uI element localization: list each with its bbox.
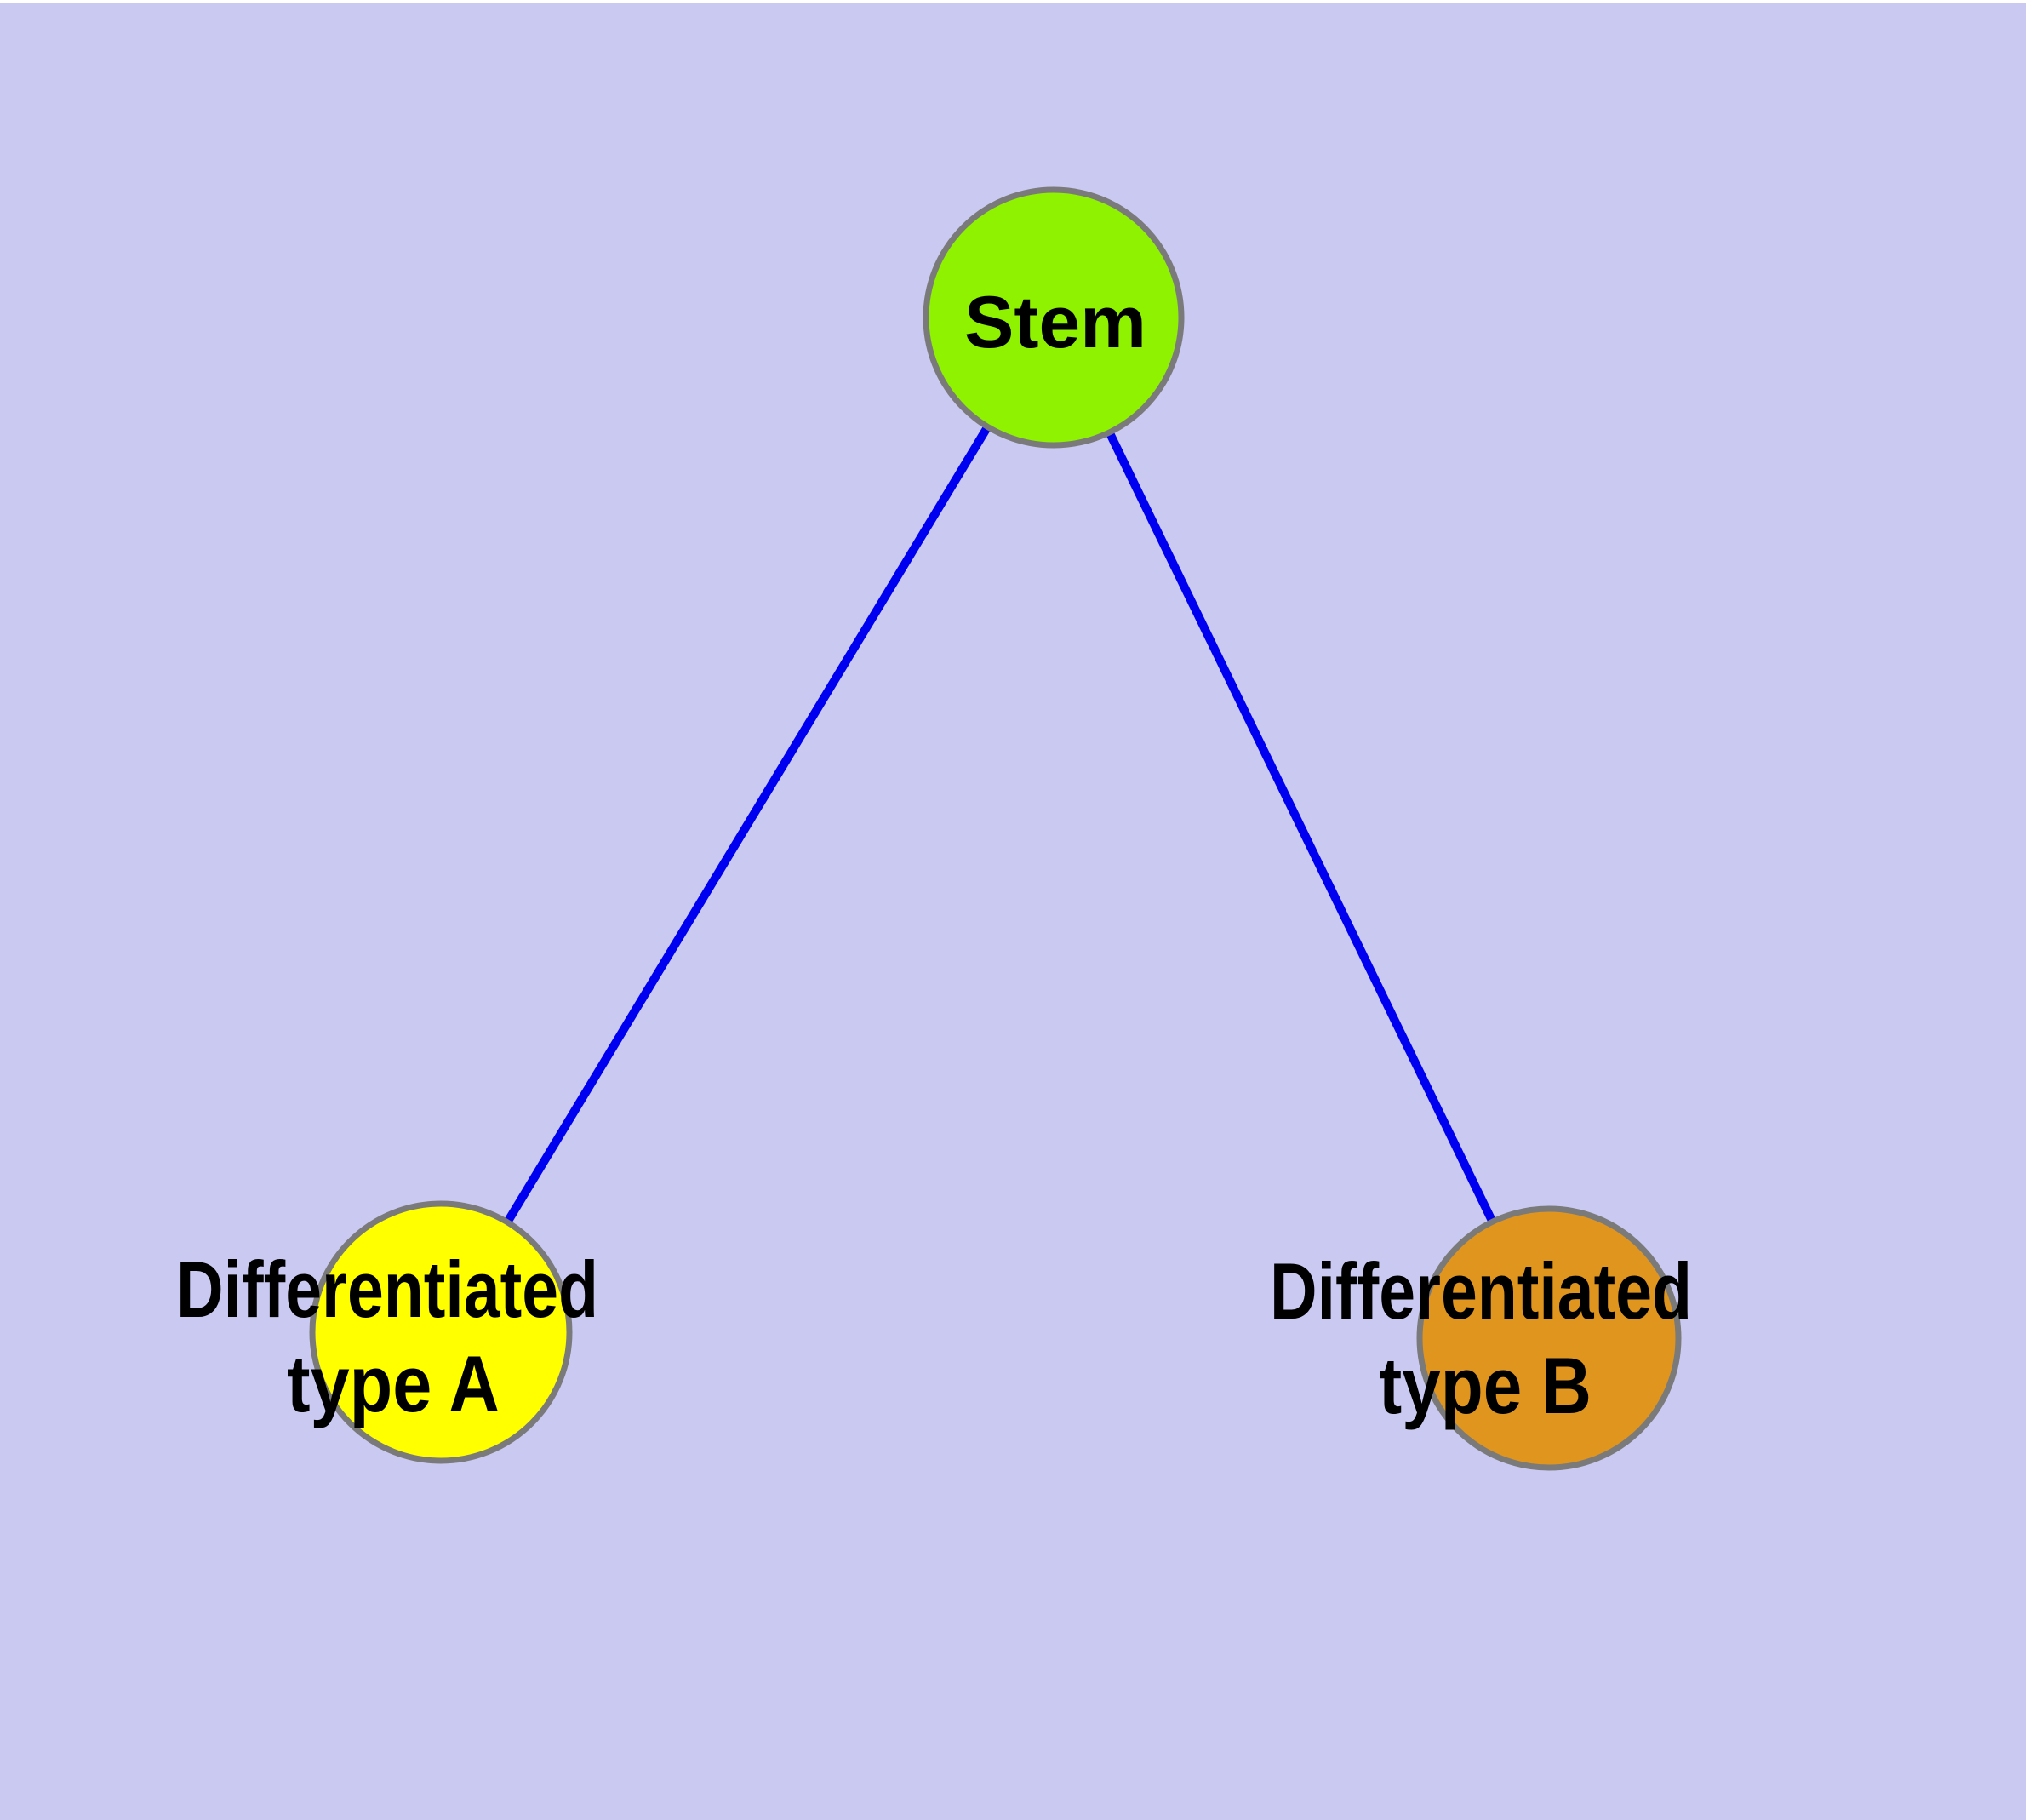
edge-stem-to-type-b [1049, 315, 1553, 1341]
node-type-a-circle[interactable] [309, 1200, 573, 1464]
node-type-b-label-line2: type B [1379, 1341, 1592, 1430]
node-stem[interactable]: Stem [923, 186, 1185, 449]
edges-layer [437, 315, 1553, 1341]
node-type-b-label-line1: Differentiated [1270, 1246, 1692, 1336]
node-type-a-label-line1: Differentiated [176, 1245, 598, 1334]
node-differentiated-type-b[interactable]: Differentiated type B [1270, 1205, 1692, 1471]
node-type-b-circle[interactable] [1416, 1205, 1682, 1471]
node-type-a-label-line2: type A [287, 1339, 500, 1428]
node-differentiated-type-a[interactable]: Differentiated type A [176, 1200, 598, 1464]
node-stem-circle[interactable] [923, 186, 1185, 449]
edge-stem-to-type-a [437, 315, 1058, 1335]
node-stem-label: Stem [964, 282, 1146, 363]
